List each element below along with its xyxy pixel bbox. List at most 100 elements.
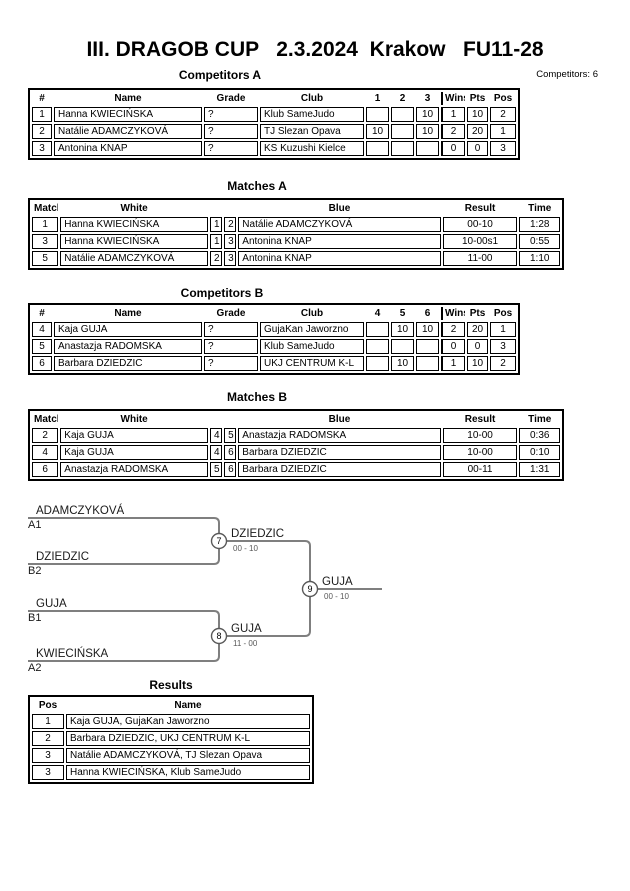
cell: ?	[204, 141, 258, 156]
cell: 3	[224, 251, 237, 266]
cell	[391, 141, 414, 156]
cell: Anastazja RADOMSKA	[60, 462, 208, 477]
cell: 6	[224, 462, 237, 477]
column-header: Match	[34, 203, 58, 214]
cell: Hanna KWIECIŃSKA, Klub SameJudo	[66, 765, 310, 780]
column-header: 4	[374, 308, 381, 319]
cell: GujaKan Jaworzno	[260, 322, 364, 337]
cell: 10-00	[442, 428, 518, 443]
cell: 1	[32, 107, 52, 122]
cell: 00-11	[442, 462, 518, 477]
column-header: Pos	[493, 93, 513, 104]
seed-code: A2	[28, 662, 41, 674]
column-header: White	[120, 414, 148, 425]
cell: ?	[204, 339, 258, 354]
seed-name: DZIEDZIC	[36, 551, 89, 563]
cell	[416, 141, 439, 156]
column-header: 2	[399, 93, 406, 104]
cell: 3	[224, 234, 237, 249]
section-heading-results: Results	[149, 678, 193, 692]
column-header: Name	[174, 700, 202, 711]
cell: 4	[32, 445, 59, 460]
section-heading-matches-b: Matches B	[226, 390, 288, 404]
cell: 00-10	[442, 217, 518, 232]
cell: 10	[416, 124, 439, 139]
match-winner: DZIEDZIC	[231, 528, 284, 540]
cell: 3	[490, 339, 516, 354]
column-header: Club	[300, 308, 324, 319]
cell: UKJ CENTRUM K-L	[260, 356, 364, 371]
cell: 1	[490, 322, 516, 337]
column-header: #	[39, 308, 45, 319]
cell: Barbara DZIEDZIC	[54, 356, 202, 371]
column-header: Time	[528, 203, 552, 214]
competitors-a-table: #NameGradeClub123WinsPtsPos1Hanna KWIECI…	[28, 88, 520, 160]
cell: Kaja GUJA	[60, 428, 208, 443]
cell: 3	[32, 748, 64, 763]
cell	[391, 339, 414, 354]
cell	[366, 107, 389, 122]
column-header: Blue	[328, 203, 351, 214]
cell: 11-00	[442, 251, 518, 266]
match-score: 00 - 10	[233, 544, 258, 553]
column-header: Wins	[441, 92, 465, 105]
cell	[416, 356, 439, 371]
cell: 1:31	[519, 462, 560, 477]
page-title: III. DRAGOB CUP 2.3.2024 Krakow FU11-28	[86, 38, 544, 61]
cell	[366, 339, 389, 354]
cell: Barbara DZIEDZIC	[238, 462, 441, 477]
cell: 4	[210, 428, 223, 443]
cell: Hanna KWIECIŃSKA	[54, 107, 202, 122]
cell: 10-00s1	[442, 234, 518, 249]
cell: Natálie ADAMCZYKOVÁ, TJ Slezan Opava	[66, 748, 310, 763]
cell: 4	[210, 445, 223, 460]
cell: 1:28	[519, 217, 560, 232]
match-number-circle	[210, 532, 228, 550]
cell: 2	[32, 124, 52, 139]
column-header: White	[120, 203, 148, 214]
cell: 2	[224, 217, 237, 232]
cell: Natálie ADAMCZYKOVÁ	[54, 124, 202, 139]
cell: 0	[441, 141, 465, 156]
cell: 6	[224, 445, 237, 460]
cell: 5	[224, 428, 237, 443]
cell: Kaja GUJA	[60, 445, 208, 460]
cell: 2	[441, 124, 465, 139]
cell: 0:10	[519, 445, 560, 460]
cell: Kaja GUJA, GujaKan Jaworzno	[66, 714, 310, 729]
cell: 10	[416, 322, 439, 337]
column-header: Pos	[38, 700, 58, 711]
column-header: Name	[114, 308, 142, 319]
match-score: 00 - 10	[324, 592, 349, 601]
match-number: 8	[216, 631, 221, 641]
competitors-b-table: #NameGradeClub456WinsPtsPos4Kaja GUJA?Gu…	[28, 303, 520, 375]
cell: 5	[32, 251, 59, 266]
column-header: Name	[114, 93, 142, 104]
cell: ?	[204, 356, 258, 371]
cell: 2	[490, 356, 516, 371]
cell: Antonina KNAP	[54, 141, 202, 156]
cell: 0	[441, 339, 465, 354]
column-header: Pos	[493, 308, 513, 319]
seed-code: B1	[28, 612, 41, 624]
match-winner: GUJA	[231, 623, 262, 635]
column-header: Pts	[469, 308, 486, 319]
cell: 10-00	[442, 445, 518, 460]
cell: 4	[32, 322, 52, 337]
cell: 10	[467, 356, 488, 371]
column-header: Pts	[469, 93, 486, 104]
cell: Natálie ADAMCZYKOVÁ	[60, 251, 208, 266]
cell: ?	[204, 322, 258, 337]
cell: ?	[204, 124, 258, 139]
seed-code: B2	[28, 565, 41, 577]
column-header	[210, 202, 222, 215]
cell: 1:10	[519, 251, 560, 266]
cell: 1	[32, 714, 64, 729]
